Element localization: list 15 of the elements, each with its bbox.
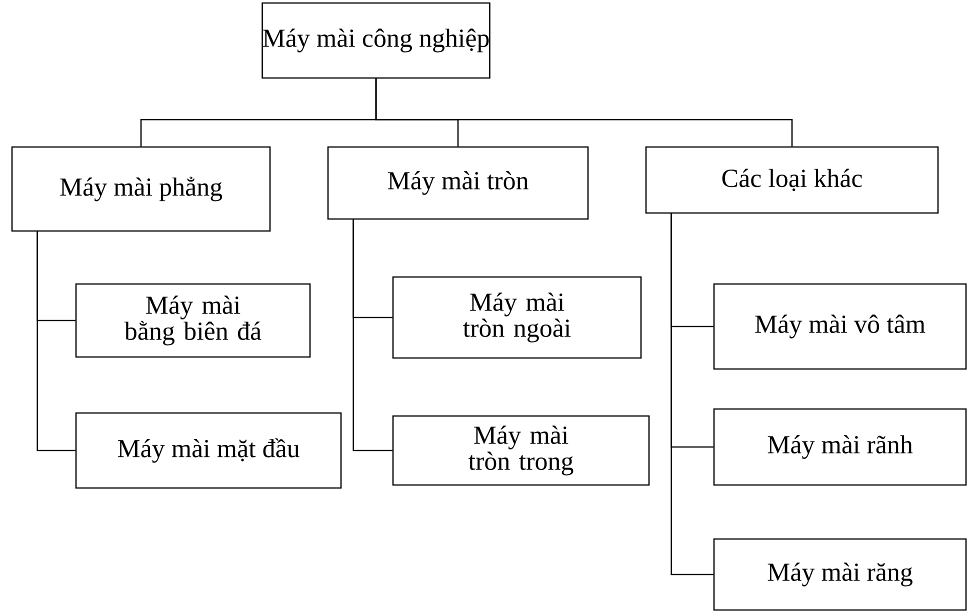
tree-box: Máy mài phẳng	[11, 146, 271, 232]
tree-box: Máy mài mặt đầu	[75, 412, 342, 489]
connector-line	[375, 78, 793, 146]
tree-box: Máy mài bằng biên đá	[75, 283, 311, 358]
tree-box: Máy mài răng	[713, 538, 967, 611]
connector-line	[352, 220, 392, 452]
tree-box: Máy mài công nghiệp	[262, 2, 490, 79]
connector-line	[36, 232, 76, 452]
tree-box: Máy mài rãnh	[713, 408, 967, 486]
tree-box: Máy mài tròn trong	[392, 415, 650, 486]
tree-box: Máy mài tròn	[327, 146, 589, 220]
tree-box: Máy mài vô tâm	[713, 283, 967, 370]
connector-line	[670, 214, 714, 576]
tree-box: Máy mài tròn ngoài	[392, 276, 642, 359]
tree-box: Các loại khác	[645, 146, 939, 214]
